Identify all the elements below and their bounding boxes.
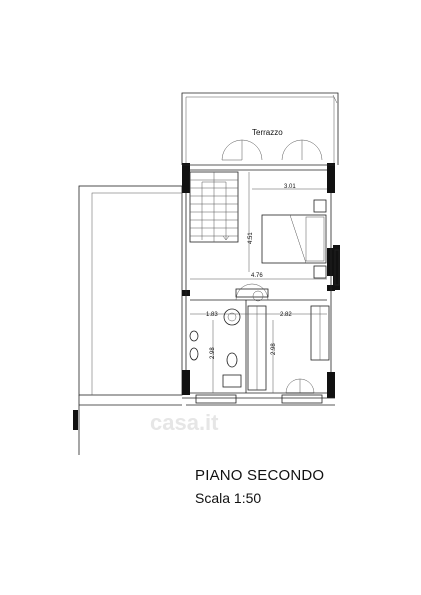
landing-doors xyxy=(235,283,269,302)
room-label-terrace: Terrazzo xyxy=(252,128,283,137)
dim-closet-width: 2.82 xyxy=(280,312,292,318)
nightstand-bottom xyxy=(313,265,327,279)
dim-bath-width: 1.83 xyxy=(206,312,218,318)
toilet-icon xyxy=(189,347,199,361)
bottom-windows xyxy=(195,394,323,404)
main-walls xyxy=(182,163,340,406)
dim-bedroom-height: 4.51 xyxy=(248,232,254,244)
dim-closet-height: 2.98 xyxy=(271,343,277,355)
shower-icon xyxy=(223,308,241,326)
bathtub-icon xyxy=(222,374,242,388)
bathroom: 1.83 2.98 xyxy=(189,308,246,393)
terrace: Terrazzo xyxy=(181,92,339,165)
bedroom: 3.01 4.51 4.76 xyxy=(190,172,327,280)
nightstand-top xyxy=(313,199,327,213)
dim-bedroom-width: 3.01 xyxy=(284,184,296,190)
sink-icon xyxy=(189,330,199,342)
double-bed xyxy=(261,214,327,264)
watermark-text: casa.it xyxy=(150,410,219,435)
dim-bath-height: 2.98 xyxy=(210,347,216,359)
walk-in-closet: 2.82 2.98 xyxy=(246,305,330,394)
drawing-scale: Scala 1:50 xyxy=(195,490,262,506)
drawing-title: PIANO SECONDO xyxy=(195,467,325,484)
staircase xyxy=(189,171,239,243)
dim-landing-width: 4.76 xyxy=(251,273,263,279)
bidet-icon xyxy=(226,352,238,368)
